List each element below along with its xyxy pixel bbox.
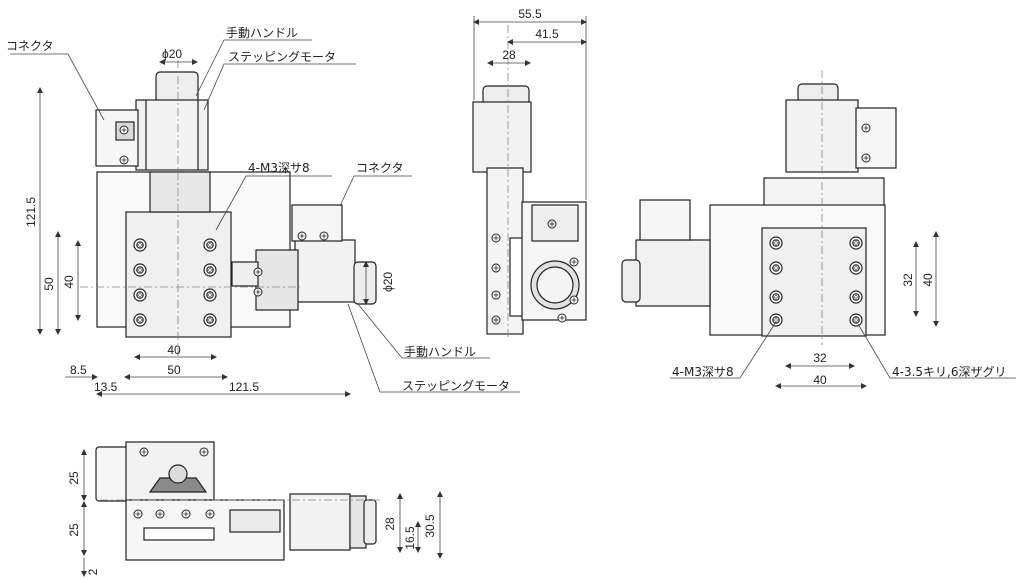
side-motor bbox=[472, 101, 532, 173]
side-dim-top-55-5: 55.5 bbox=[518, 7, 542, 21]
bottom-dim-h-2: 2 bbox=[86, 568, 100, 575]
front-callout-stepping-motor-bottom: ステッピングモータ bbox=[402, 379, 510, 393]
right-dim-w-40: 40 bbox=[813, 373, 827, 387]
front-callout-stepping-motor: ステッピングモータ bbox=[228, 50, 336, 64]
bottom-dim-h-16-5: 16.5 bbox=[403, 526, 417, 550]
front-view bbox=[80, 60, 377, 360]
front-dim-height-40: 40 bbox=[62, 275, 76, 289]
front-dim-phi-top: ϕ20 bbox=[162, 47, 182, 61]
bottom-dimensions bbox=[81, 449, 443, 577]
side-view bbox=[472, 25, 587, 340]
front-dim-texts: コネクタ 手動ハンドル ステッピングモータ 4-M3深サ8 コネクタ 手動ハンド… bbox=[6, 26, 510, 394]
right-dim-texts: 4-M3深サ8 4-3.5キリ,6深ザグリ 32 40 32 40 bbox=[672, 273, 1007, 387]
front-callout-mount-hole: 4-M3深サ8 bbox=[248, 161, 310, 175]
front-dim-width-total: 121.5 bbox=[229, 380, 259, 394]
front-dim-off-8-5: 8.5 bbox=[70, 363, 87, 377]
front-dim-height-total: 121.5 bbox=[24, 197, 38, 227]
front-callout-connector: コネクタ bbox=[6, 39, 54, 53]
bottom-connector bbox=[95, 446, 131, 502]
side-dim-texts: 55.5 41.5 28 bbox=[502, 7, 559, 62]
right-callout-mount-hole: 4-M3深サ8 bbox=[672, 365, 734, 379]
right-knob bbox=[797, 83, 839, 103]
bottom-motor bbox=[289, 493, 351, 551]
side-dim-top-41-5: 41.5 bbox=[535, 27, 559, 41]
top-motor-body bbox=[135, 99, 209, 171]
front-dim-width-50: 50 bbox=[167, 363, 181, 377]
bottom-dim-h-28: 28 bbox=[383, 517, 397, 531]
front-callout-manual-handle: 手動ハンドル bbox=[226, 26, 298, 40]
right-dim-h-40: 40 bbox=[921, 273, 935, 287]
front-dim-off-13-5: 13.5 bbox=[94, 380, 118, 394]
side-motor-body bbox=[294, 239, 356, 303]
bottom-view bbox=[95, 441, 380, 561]
front-callout-manual-handle-bottom: 手動ハンドル bbox=[404, 345, 476, 359]
bottom-dim-texts: 25 25 2 28 16.5 30.5 bbox=[67, 471, 437, 575]
side-dimensions bbox=[473, 16, 587, 200]
bottom-scale bbox=[143, 527, 215, 541]
front-dim-phi-side: ϕ20 bbox=[381, 272, 395, 292]
right-callout-counterbore: 4-3.5キリ,6深ザグリ bbox=[892, 365, 1007, 379]
side-motor-knob bbox=[353, 261, 377, 305]
top-motor-knob bbox=[155, 71, 199, 103]
bottom-dim-h-30-5: 30.5 bbox=[423, 514, 437, 538]
front-dim-inner-40: 40 bbox=[167, 343, 181, 357]
right-side-motor bbox=[635, 239, 711, 307]
right-dim-h-32: 32 bbox=[901, 273, 915, 287]
side-dim-top-28: 28 bbox=[502, 48, 516, 62]
front-callout-connector-side: コネクタ bbox=[356, 161, 404, 175]
right-dimensions bbox=[670, 231, 1016, 389]
right-view bbox=[621, 70, 897, 345]
front-dimensions bbox=[10, 39, 520, 397]
side-knob bbox=[482, 85, 530, 105]
bottom-dim-h-25-bot: 25 bbox=[67, 523, 81, 537]
right-dim-w-32: 32 bbox=[813, 351, 827, 365]
front-dim-height-50: 50 bbox=[42, 277, 56, 291]
bottom-dim-h-25-top: 25 bbox=[67, 471, 81, 485]
